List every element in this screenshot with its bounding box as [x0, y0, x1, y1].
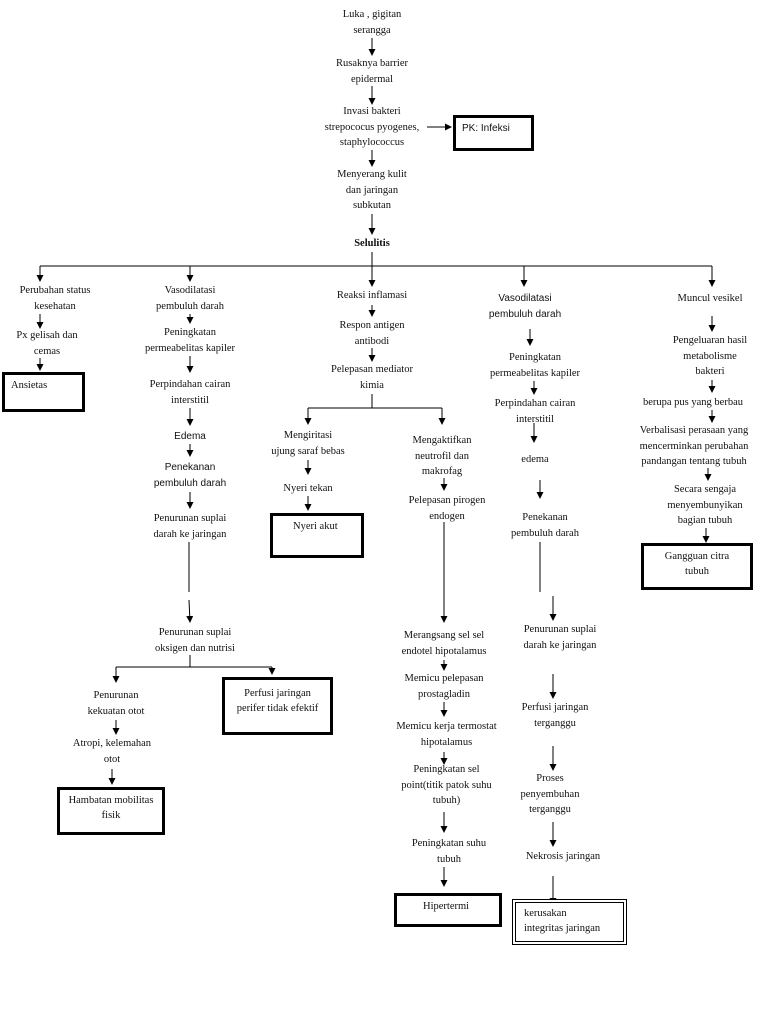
node-mengiritasi: Mengiritasi ujung saraf bebas — [271, 430, 345, 457]
node-mengaktifkan: Mengaktifkan neutrofil dan makrofag — [412, 435, 472, 477]
diagnosis-perfusi-perifer: Perfusi jaringan perifer tidak efektif — [222, 677, 333, 735]
node-invasi-bakteri: Invasi bakteri strepococus pyogenes, sta… — [324, 106, 420, 148]
node-perpindahan-cairan-2: Perpindahan cairan interstitil — [494, 398, 576, 425]
node-vasodilatasi-1: Vasodilatasi pembuluh darah — [156, 285, 224, 312]
node-vasodilatasi-2: Vasodilatasi pembuluh darah — [488, 293, 562, 320]
node-px-gelisah: Px gelisah dan cemas — [16, 330, 78, 357]
diagnosis-nyeri-akut: Nyeri akut — [270, 513, 364, 558]
diagnosis-gangguan-citra: Gangguan citra tubuh — [641, 543, 753, 590]
node-luka: Luka , gigitan serangga — [342, 9, 402, 36]
node-berupa-pus: berupa pus yang berbau — [642, 397, 743, 408]
node-pelepasan-mediator: Pelepasan mediator kimia — [331, 364, 413, 391]
node-penurunan-suplai-2: Penurunan suplai darah ke jaringan — [523, 624, 597, 651]
node-pengeluaran-hasil: Pengeluaran hasil metabolisme bakteri — [672, 335, 748, 377]
node-edema-2: edema — [521, 454, 549, 465]
node-penurunan-suplai-1: Penurunan suplai darah ke jaringan — [153, 513, 227, 540]
node-penurunan-kekuatan: Penurunan kekuatan otot — [87, 690, 145, 717]
node-peningkatan-permeabelitas-1: Peningkatan permeabelitas kapiler — [144, 327, 236, 354]
node-peningkatan-suhu: Peningkatan suhu tubuh — [411, 838, 487, 865]
node-nekrosis: Nekrosis jaringan — [525, 851, 601, 862]
diagnosis-kerusakan-integritas: kerusakan integritas jaringan — [512, 899, 627, 945]
diagnosis-pk-infeksi: PK: Infeksi — [453, 115, 534, 151]
node-verbalisasi: Verbalisasi perasaan yang mencerminkan p… — [639, 425, 749, 467]
node-muncul-vesikel: Muncul vesikel — [677, 293, 743, 304]
node-menyerang-kulit: Menyerang kulit dan jaringan subkutan — [337, 169, 407, 211]
node-merangsang: Merangsang sel sel endotel hipotalamus — [401, 630, 487, 657]
node-penurunan-oksigen: Penurunan suplai oksigen dan nutrisi — [155, 627, 235, 654]
diagnosis-hipertermi: Hipertermi — [394, 893, 502, 927]
node-proses-penyembuhan: Proses penyembuhan terganggu — [520, 773, 580, 815]
node-atropi: Atropi, kelemahan otot — [72, 738, 152, 765]
node-rusaknya-barrier: Rusaknya barrier epidermal — [335, 58, 408, 85]
node-peningkatan-permeabelitas-2: Peningkatan permeabelitas kapiler — [489, 352, 581, 379]
diagnosis-ansietas: Ansietas — [2, 372, 85, 412]
node-respon-antigen: Respon antigen antibodi — [339, 320, 405, 347]
node-perpindahan-cairan-1: Perpindahan cairan interstitil — [149, 379, 231, 406]
node-memicu-pelepasan: Memicu pelepasan prostagladin — [404, 673, 484, 700]
node-penekanan-2: Penekanan pembuluh darah — [511, 512, 579, 539]
node-secara-sengaja: Secara sengaja menyembunyikan bagian tub… — [667, 484, 743, 526]
node-nyeri-tekan: Nyeri tekan — [283, 483, 333, 494]
node-penekanan-1: Penekanan pembuluh darah — [153, 462, 227, 489]
node-peningkatan-sel-point: Peningkatan sel point(titik patok suhu t… — [401, 764, 492, 806]
node-perubahan-status: Perubahan status kesehatan — [19, 285, 91, 312]
node-reaksi-inflamasi: Reaksi inflamasi — [336, 290, 408, 301]
node-pelepasan-pirogen: Pelepasan pirogen endogen — [408, 495, 486, 522]
node-memicu-kerja: Memicu kerja termostat hipotalamus — [396, 721, 497, 748]
diagnosis-hambatan-mobilitas: Hambatan mobilitas fisik — [57, 787, 165, 835]
node-perfusi-terganggu: Perfusi jaringan terganggu — [521, 702, 589, 729]
node-edema-1: Edema — [174, 431, 206, 442]
node-selulitis: Selulitis — [354, 238, 390, 249]
